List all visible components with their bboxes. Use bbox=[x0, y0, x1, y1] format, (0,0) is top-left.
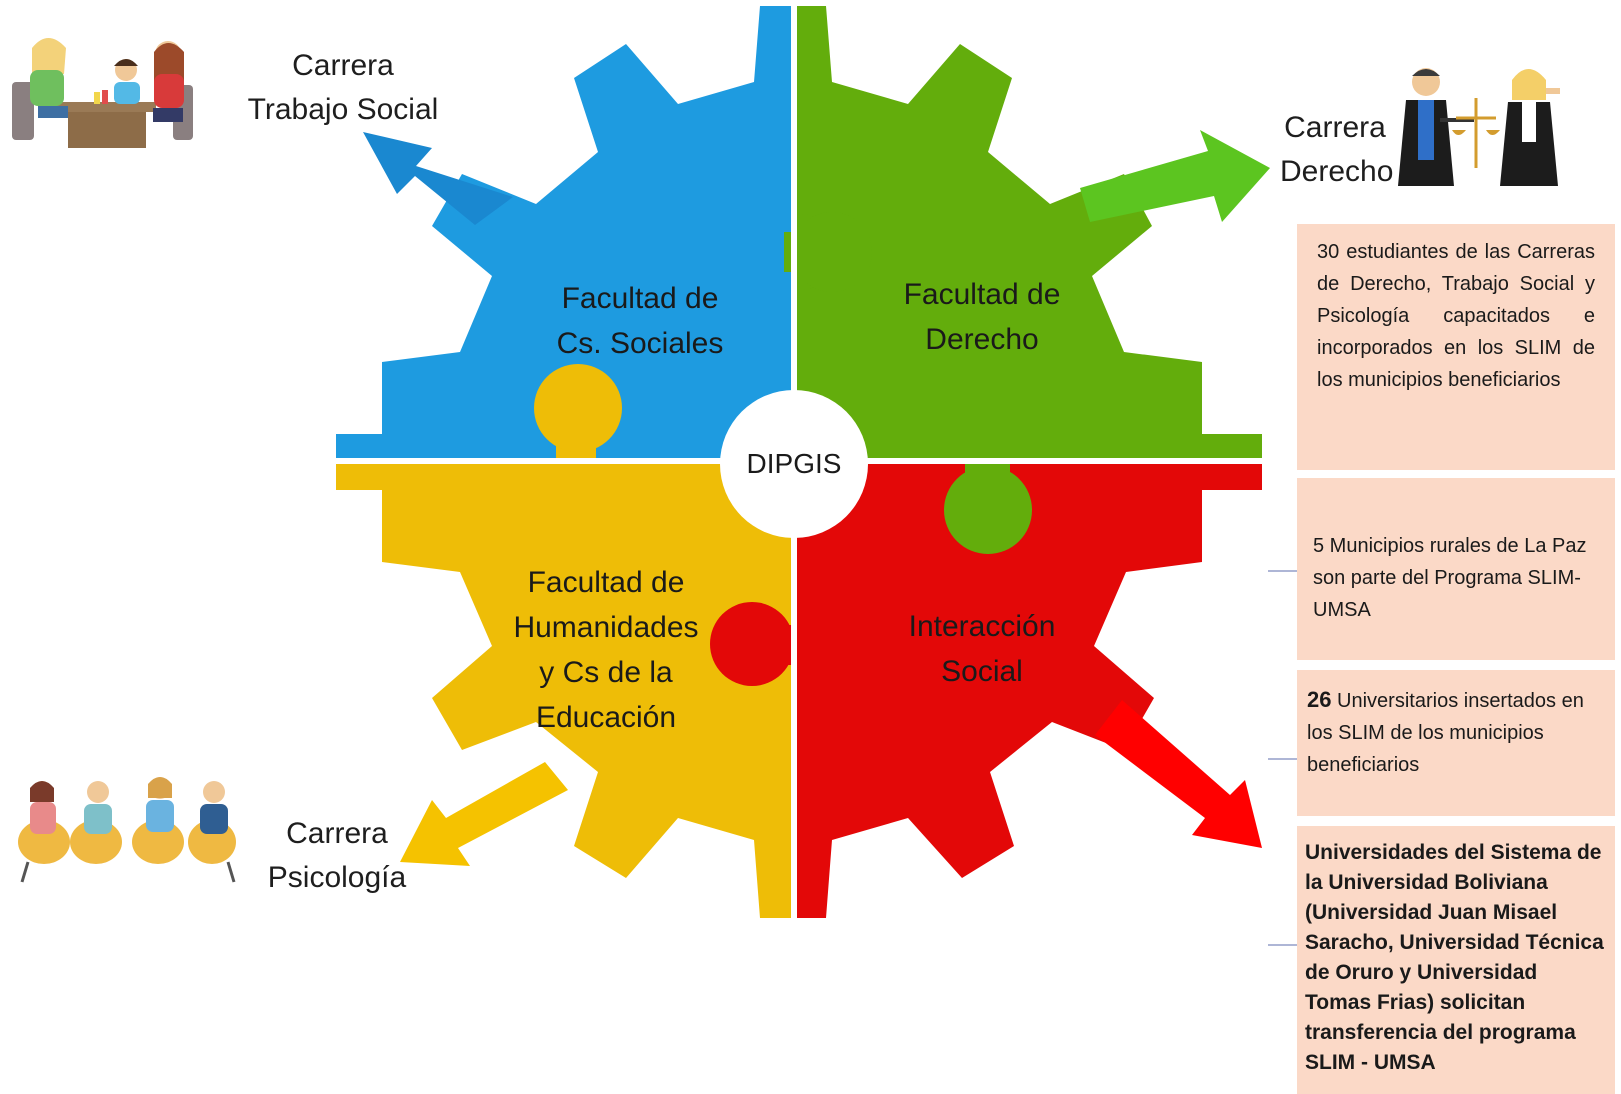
piece-label-line: Facultad de bbox=[561, 282, 719, 315]
family-counseling-illustration bbox=[12, 38, 193, 148]
piece-label-humanidades: Facultad de Humanidades y Cs de la Educa… bbox=[466, 560, 746, 740]
knob-red-left-head bbox=[710, 602, 794, 686]
piece-label-line: Interacción bbox=[908, 610, 1056, 643]
arrow-derecho bbox=[1080, 130, 1270, 222]
piece-label-cs-sociales: Facultad de Cs. Sociales bbox=[520, 276, 760, 366]
result-box-description: Universitarios insertados en los SLIM de… bbox=[1307, 690, 1584, 776]
piece-label-line: Social bbox=[941, 655, 1023, 688]
result-box-text: 5 Municipios rurales de La Paz son parte… bbox=[1313, 535, 1587, 621]
arrow-psicologia bbox=[400, 762, 568, 866]
arrow-interaccion bbox=[1095, 700, 1262, 848]
result-box-students: 30 estudiantes de las Carreras de Derech… bbox=[1297, 224, 1615, 470]
career-derecho: Carrera Derecho bbox=[1280, 106, 1394, 194]
result-box-text: 26 Universitarios insertados en los SLIM… bbox=[1307, 684, 1603, 781]
result-box-universitarios: 26 Universitarios insertados en los SLIM… bbox=[1297, 670, 1615, 816]
result-box-universidades: Universidades del Sistema de la Universi… bbox=[1297, 826, 1615, 1094]
piece-label-line: Humanidades bbox=[513, 611, 699, 644]
knob-green-down-head bbox=[944, 466, 1032, 554]
career-label-line: Carrera bbox=[286, 817, 388, 850]
knob-green-left-head bbox=[792, 212, 872, 292]
piece-label-line: Educación bbox=[535, 701, 677, 734]
result-box-number: 26 bbox=[1307, 687, 1332, 712]
connector-line bbox=[1268, 944, 1298, 946]
career-trabajo-social: Carrera Trabajo Social bbox=[228, 44, 458, 132]
knob-yellow-up-head bbox=[534, 364, 622, 452]
piece-label-interaccion: Interacción Social bbox=[862, 604, 1102, 694]
judges-illustration bbox=[1398, 68, 1560, 186]
piece-label-derecho: Facultad de Derecho bbox=[862, 272, 1102, 362]
piece-label-line: y Cs de la bbox=[539, 656, 673, 689]
result-box-text: Universidades del Sistema de la Universi… bbox=[1305, 841, 1604, 1074]
career-label-line: Trabajo Social bbox=[247, 93, 439, 126]
piece-label-line: Derecho bbox=[925, 323, 1039, 356]
career-label-line: Carrera bbox=[1284, 111, 1386, 144]
arrow-trabajo-social bbox=[363, 132, 513, 225]
piece-label-line: Facultad de bbox=[903, 278, 1061, 311]
career-psicologia: Carrera Psicología bbox=[262, 812, 412, 900]
result-box-municipios: 5 Municipios rurales de La Paz son parte… bbox=[1297, 478, 1615, 660]
piece-label-line: Cs. Sociales bbox=[556, 327, 724, 360]
center-circle bbox=[720, 390, 868, 538]
result-box-text: 30 estudiantes de las Carreras de Derech… bbox=[1317, 241, 1595, 391]
piece-label-line: Facultad de bbox=[527, 566, 685, 599]
career-label-line: Derecho bbox=[1280, 155, 1394, 188]
career-label-line: Carrera bbox=[292, 49, 394, 82]
group-therapy-illustration bbox=[18, 777, 236, 883]
connector-line bbox=[1268, 758, 1298, 760]
center-label: DIPGIS bbox=[746, 448, 842, 479]
career-label-line: Psicología bbox=[267, 861, 407, 894]
connector-line bbox=[1268, 570, 1298, 572]
